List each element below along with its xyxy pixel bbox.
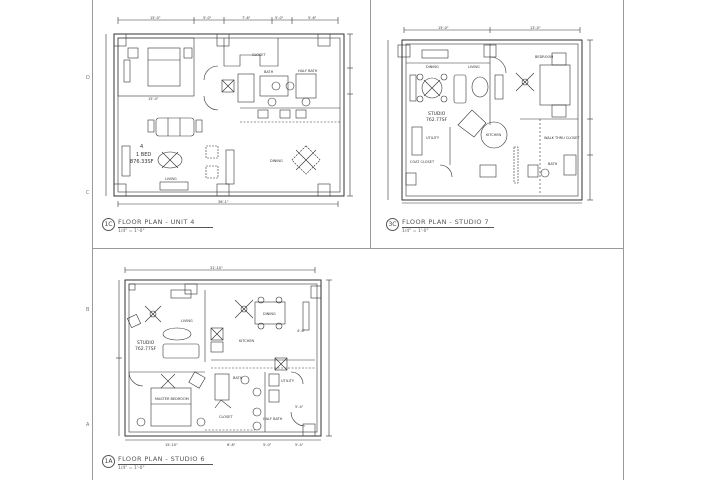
- dim-top-2: 13'-0": [530, 26, 541, 30]
- plan-title: FLOOR PLAN - STUDIO 6: [118, 455, 213, 465]
- detail-bubble: 1A: [102, 455, 115, 468]
- floor-plan-studio-6: 31'-10" LIVING DINING KITCHEN MASTER BED…: [116, 266, 332, 447]
- room-kitchen: KITCHEN: [486, 133, 502, 137]
- unit-type: STUDIO: [137, 340, 155, 346]
- bedroom-dim: 15'-0": [148, 97, 159, 101]
- title-block-unit-4: 1C FLOOR PLAN - UNIT 4 1/4" = 1'-0": [102, 218, 213, 234]
- detail-bubble: 1C: [102, 218, 115, 231]
- dim-top-4: 5'-0": [275, 16, 284, 20]
- plan-scale: 1/4" = 1'-0": [118, 229, 145, 234]
- plan-scale: 1/4" = 1'-0": [118, 466, 145, 471]
- room-dining: DINING: [270, 159, 283, 163]
- room-bath: BATH: [233, 376, 243, 380]
- plan-scale: 1/4" = 1'-0": [402, 229, 429, 234]
- room-utility: UTILITY: [426, 136, 440, 140]
- dim-top-2: 5'-0": [203, 16, 212, 20]
- dim-top-5: 5'-6": [308, 16, 317, 20]
- panel-divider-horizontal: [92, 248, 624, 249]
- unit-type: 1 BED: [136, 152, 151, 158]
- room-bath: BATH: [548, 162, 558, 166]
- dim-top: 31'-10": [210, 266, 223, 270]
- room-dining: DINING: [426, 65, 439, 69]
- floor-plan-unit-4: 15'-0" 5'-0" 7'-6" 5'-0" 5'-6" CLOSET BA…: [105, 16, 353, 207]
- grid-ref-c: C: [86, 190, 90, 196]
- room-kitchen: KITCHEN: [239, 339, 255, 343]
- unit-area: 762.77SF: [426, 117, 448, 123]
- dim-bottom-3: 5'-0": [263, 443, 272, 447]
- room-bedroom: BEDROOM: [535, 55, 553, 59]
- unit-area: 762.77SF: [135, 346, 157, 352]
- dim-bottom-1: 15'-10": [165, 443, 178, 447]
- unit-number: 4: [140, 144, 143, 150]
- room-half-bath: HALF BATH: [263, 417, 283, 421]
- dim-top-3: 7'-6": [242, 16, 251, 20]
- room-half-bath: HALF BATH: [298, 69, 318, 73]
- grid-ref-a: A: [86, 422, 90, 428]
- sheet-border-right: [623, 0, 624, 480]
- dim-bottom-4: 5'-4": [295, 443, 304, 447]
- grid-ref-b: B: [86, 307, 90, 313]
- unit-type: STUDIO: [428, 111, 446, 117]
- room-living: LIVING: [165, 177, 177, 181]
- room-closet: CLOSET: [219, 415, 233, 419]
- plan-title: FLOOR PLAN - UNIT 4: [118, 218, 213, 228]
- dim-bottom: 36'-1": [218, 200, 229, 204]
- sheet-border-left: [92, 0, 93, 480]
- title-block-studio-6: 1A FLOOR PLAN - STUDIO 6 1/4" = 1'-0": [102, 455, 213, 471]
- room-living: LIVING: [181, 319, 193, 323]
- grid-ref-d: D: [86, 75, 90, 81]
- room-living: LIVING: [468, 65, 480, 69]
- unit-area: 876.33SF: [130, 159, 154, 165]
- title-block-studio-7: 3C FLOOR PLAN - STUDIO 7 1/4" = 1'-0": [386, 218, 494, 234]
- room-coat-closet: COAT CLOSET: [410, 160, 435, 164]
- room-utility: UTILITY: [281, 379, 295, 383]
- plan-title: FLOOR PLAN - STUDIO 7: [402, 218, 494, 228]
- dim-misc-2: 5'-4": [295, 405, 304, 409]
- dim-top-1: 15'-0": [150, 16, 161, 20]
- detail-bubble: 3C: [386, 218, 399, 231]
- panel-divider-vertical: [370, 0, 371, 248]
- room-master-bedroom: MASTER BEDROOM: [155, 397, 189, 401]
- room-dining: DINING: [263, 312, 276, 316]
- room-walk-thru-closet: WALK THRU CLOSET: [544, 136, 580, 140]
- dim-bottom-2: 6'-8": [227, 443, 236, 447]
- dim-misc-1: 4'-6": [297, 329, 306, 333]
- room-closet: CLOSET: [252, 53, 266, 57]
- room-bath: BATH: [264, 70, 274, 74]
- floor-plan-studio-7: 15'-0" 13'-0" DINING LIVING BEDROOM UTIL…: [387, 26, 593, 204]
- dim-top-1: 15'-0": [438, 26, 449, 30]
